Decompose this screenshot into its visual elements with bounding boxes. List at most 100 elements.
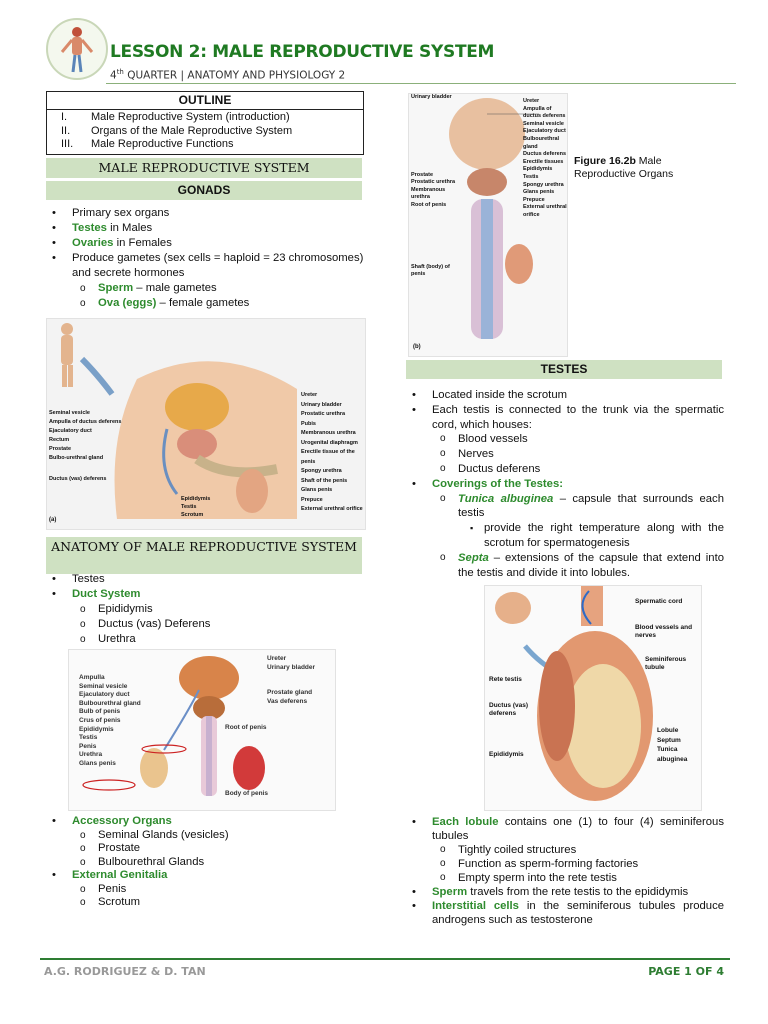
fig-b-left-label-5: Shaft (body) of penis	[411, 264, 450, 277]
outline-text: Male Reproductive Functions	[91, 138, 234, 150]
figure-label: Vas deferens	[267, 698, 308, 705]
list-highlight: Interstitial cells	[432, 900, 519, 912]
outline-item: III.Male Reproductive Functions	[47, 138, 363, 152]
figure-label: Bulbourethral gland	[523, 135, 560, 150]
list-subitem: Penis	[46, 883, 368, 897]
figure-label: Pubis	[301, 420, 316, 427]
list-highlight: Each lobule	[432, 816, 499, 828]
list-text: – capsule that surrounds each testis	[458, 492, 724, 520]
lobules-list: Each lobule contains one (1) to four (4)…	[406, 815, 724, 927]
list-text: Ductus (vas) Deferens	[98, 618, 211, 630]
list-text: Urethra	[98, 633, 136, 645]
footer-page-number: PAGE 1 OF 4	[648, 965, 724, 978]
list-subitem: Bulbourethral Glands	[46, 856, 368, 870]
figure-label: Glans penis	[301, 487, 333, 493]
list-item: Duct System	[46, 587, 368, 602]
list-item: Sperm travels from the rete testis to th…	[406, 885, 724, 899]
figure-b-tag: (b)	[413, 344, 421, 350]
list-text: Prostate	[98, 842, 141, 854]
figure-label: Root of penis	[411, 201, 447, 208]
list-text: Located inside the scrotum	[432, 389, 568, 401]
figure-label: Ductus (vas) deferens	[49, 476, 107, 482]
fig-b-right-labels: Ureter Ampulla of ductus deferens Semina…	[523, 98, 567, 220]
list-subitem: Ductus (vas) Deferens	[46, 617, 368, 632]
figure-label: External urethral orifice	[301, 506, 363, 512]
list-item: Each lobule contains one (1) to four (4)…	[406, 815, 724, 843]
list-subitem: Septa – extensions of the capsule that e…	[406, 551, 724, 581]
figure-label: Glans penis	[79, 759, 116, 767]
section-heading-testes: TESTES	[406, 360, 722, 379]
testes-list: Located inside the scrotum Each testis i…	[406, 388, 724, 580]
figure-label: Penis	[79, 742, 97, 750]
outline-text: Male Reproductive System (introduction)	[91, 111, 290, 123]
testis-label-ductus: Ductus (vas) deferens	[489, 702, 529, 717]
figure-frontal-male-organs: Urinary bladder Prostate Prostatic ureth…	[408, 93, 568, 357]
header-divider	[106, 83, 736, 84]
figure-label: Ejaculatory duct	[49, 428, 92, 434]
list-text: Epididymis	[98, 603, 153, 615]
list-item: Interstitial cells in the seminiferous t…	[406, 899, 724, 927]
figure-label: Ureter	[267, 655, 287, 662]
figure-a-right-labels: Ureter Urinary bladder Prostatic urethra…	[301, 391, 365, 515]
figure-label: Ampulla	[79, 674, 105, 681]
list-text: Bulbourethral Glands	[98, 855, 205, 868]
list-text: in the seminiferous tubules produce andr…	[432, 900, 725, 926]
list-text: Empty sperm into the rete testis	[458, 872, 617, 884]
testis-label-epididymis: Epididymis	[489, 751, 524, 758]
figure-label: Urogenital diaphragm	[301, 439, 358, 446]
fig-b-left-label-0: Urinary bladder	[411, 94, 452, 100]
footer-divider	[40, 958, 730, 960]
figure-label: Testis	[523, 173, 539, 180]
list-text: – female gametes	[156, 297, 250, 309]
figure-label: Seminal vesicle	[79, 682, 128, 690]
figure-label: Ampulla of ductus deferens	[523, 105, 566, 120]
figure-label: Prepuce	[301, 496, 323, 503]
figure-label: Prepuce	[523, 196, 545, 203]
list-subitem: Empty sperm into the rete testis	[406, 871, 724, 885]
figure-label: Lobule	[657, 727, 679, 734]
anatomy-list: Testes Duct System Epididymis Ductus (va…	[46, 572, 368, 647]
list-text: Blood vessels	[458, 433, 528, 446]
figure-label: Prostate gland	[267, 689, 313, 696]
testis-label-cord: Spermatic cord	[635, 598, 683, 605]
outline-item: II. Organs of the Male Reproductive Syste…	[47, 125, 363, 139]
lesson-title: LESSON 2: MALE REPRODUCTIVE SYSTEM	[110, 42, 495, 62]
list-text: Ductus deferens	[458, 462, 541, 475]
figure-label: Urinary bladder	[301, 401, 342, 408]
figure-a-left-labels: Seminal vesicle Ampulla of ductus defere…	[49, 409, 121, 484]
figure-label: Shaft of the penis	[301, 477, 348, 484]
list-subitem: Urethra	[46, 632, 368, 647]
list-text: Primary sex organs	[72, 207, 170, 219]
figure-label: Prostate	[49, 446, 72, 452]
figure-label: Rectum	[49, 437, 70, 443]
subtitle-sup: th	[116, 68, 124, 76]
figure-label: Septum	[657, 736, 681, 744]
testis-label-tubule: Seminiferous tubule	[645, 656, 687, 671]
accessory-list: Accessory Organs Seminal Glands (vesicle…	[46, 815, 368, 910]
figure-label: Testis	[79, 734, 98, 742]
figure-label: Testis	[181, 504, 197, 510]
figure-label: Ureter	[301, 392, 318, 398]
figure-b-caption: Figure 16.2b Male Reproductive Organs	[574, 155, 724, 181]
list-text: travels from the rete testis to the epid…	[467, 886, 689, 898]
outline-num: II.	[61, 124, 71, 137]
list-text: Scrotum	[98, 896, 141, 908]
figure-label: Epididymis	[181, 496, 211, 502]
figure-label: Prostatic urethra	[411, 179, 456, 186]
testis-illustration	[495, 586, 653, 801]
list-subitem: Function as sperm-forming factories	[406, 857, 724, 871]
list-highlight: Sperm	[98, 282, 134, 294]
list-text: in Females	[113, 237, 172, 249]
figure-label: Prostatic urethra	[301, 411, 346, 417]
list-item: External Genitalia	[46, 869, 368, 883]
figure-testis-cross-section: Rete testis Ductus (vas) deferens Epidid…	[484, 585, 702, 811]
list-subsubitem: provide the right temperature along with…	[406, 521, 724, 551]
list-text: Function as sperm-forming factories	[458, 858, 639, 870]
list-highlight: Sperm	[432, 886, 468, 898]
outline-heading: OUTLINE	[47, 92, 363, 110]
outline-text: Organs of the Male Reproductive System	[91, 124, 293, 137]
figure-a-bottom-labels: Epididymis Testis Scrotum	[181, 495, 210, 519]
figure-label: Tunica albuginea	[657, 746, 688, 763]
list-item: Produce gametes (sex cells = haploid = 2…	[46, 251, 368, 281]
list-text: provide the right temperature along with…	[484, 522, 724, 549]
